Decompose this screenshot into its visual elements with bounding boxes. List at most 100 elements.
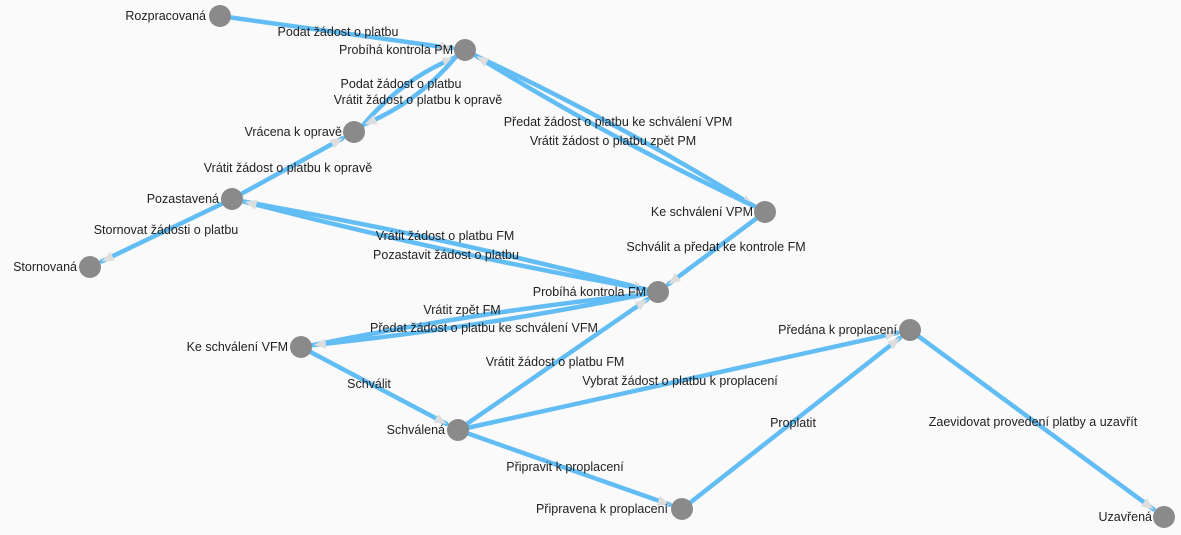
edge-layer: [99, 15, 1156, 512]
arrowhead-icon: [244, 199, 258, 210]
state-node-label: Uzavřená: [1099, 510, 1153, 524]
edge-kontrola_pm-to-vracena: [362, 54, 459, 127]
state-node-circle[interactable]: [754, 201, 776, 223]
arrowhead-icon: [476, 56, 490, 67]
edge-line: [308, 349, 449, 427]
edge-line: [472, 52, 756, 209]
edge-rozpracovana-to-kontrola_pm: [228, 15, 455, 52]
edge-pripravena-to-predana: [688, 335, 903, 505]
edge-line: [362, 54, 459, 127]
edge-label: Připravit k proplacení: [506, 460, 624, 474]
edge-ke_schvaleni_vpm-to-kontrola_pm: [474, 53, 758, 210]
state-node-circle[interactable]: [454, 39, 476, 61]
edge-label: Předat žádost o platbu ke schválení VPM: [504, 115, 733, 129]
state-node-label: Vrácena k opravě: [244, 125, 342, 139]
edge-line: [309, 291, 648, 348]
arrowhead-icon: [433, 413, 447, 424]
edge-line: [239, 136, 345, 196]
state-node-stornovana[interactable]: Stornovaná: [13, 256, 101, 278]
state-node-label: Ke schválení VFM: [187, 340, 288, 354]
edge-label: Pozastavit žádost o platbu: [373, 248, 519, 262]
edge-label: Podat žádost o platbu: [341, 77, 462, 91]
arrowhead-icon: [1140, 498, 1154, 510]
edge-label: Vybrat žádost o platbu k proplacení: [582, 374, 778, 388]
state-node-label: Probíhá kontrola FM: [533, 285, 646, 299]
edge-label: Vrátit žádost o platbu FM: [486, 355, 625, 369]
state-node-circle[interactable]: [671, 498, 693, 520]
arrowhead-icon: [884, 330, 898, 341]
state-node-circle[interactable]: [221, 188, 243, 210]
state-node-circle[interactable]: [1153, 506, 1175, 528]
state-node-circle[interactable]: [899, 319, 921, 341]
state-node-pripravena[interactable]: Připravena k proplacení: [536, 498, 693, 520]
edge-ke_schvaleni_vfm-to-schvalena: [308, 349, 449, 427]
arrowhead-icon: [668, 273, 682, 285]
edge-label: Vrátit žádost o platbu k opravě: [334, 93, 502, 107]
edge-line: [464, 297, 650, 427]
edge-label: Předat žádost o platbu ke schválení VFM: [370, 321, 598, 335]
edge-schvalena-to-predana: [466, 330, 900, 430]
state-node-pozastavena[interactable]: Pozastavená: [147, 188, 243, 210]
edge-label: Schválit a předat ke kontrole FM: [626, 240, 805, 254]
state-node-label: Probíhá kontrola PM: [339, 43, 453, 57]
edge-line: [466, 431, 672, 507]
edge-line: [311, 291, 650, 348]
state-node-label: Stornovaná: [13, 260, 77, 274]
edge-label: Vrátit zpět FM: [423, 303, 500, 317]
edge-predana-to-uzavrena: [916, 334, 1156, 512]
arrowhead-icon: [364, 115, 378, 125]
edge-label: Podat žádost o platbu: [278, 25, 399, 39]
edge-line: [916, 334, 1156, 512]
state-node-circle[interactable]: [343, 121, 365, 143]
edge-line: [99, 201, 225, 264]
edge-schvalena-to-pripravena: [466, 431, 672, 507]
edge-line: [474, 53, 758, 210]
state-node-ke_schvaleni_vfm[interactable]: Ke schválení VFM: [187, 336, 312, 358]
arrowhead-icon: [329, 138, 343, 149]
edge-line: [360, 55, 457, 128]
edge-line: [228, 15, 455, 51]
edge-line: [240, 199, 648, 292]
state-node-circle[interactable]: [290, 336, 312, 358]
state-node-circle[interactable]: [209, 5, 231, 27]
edge-ke_schvaleni_vpm-to-kontrola_fm: [666, 216, 759, 287]
edge-line: [466, 330, 900, 430]
edge-label: Vrátit žádost o platbu zpět PM: [530, 134, 696, 148]
arrowhead-icon: [101, 251, 115, 262]
edge-label: Schválit: [347, 377, 391, 391]
state-node-circle[interactable]: [447, 419, 469, 441]
arrowhead-icon: [313, 338, 327, 349]
state-node-label: Schválená: [387, 423, 445, 437]
edge-line: [242, 199, 650, 292]
edge-pozastavena-to-stornovana: [99, 201, 225, 264]
state-node-circle[interactable]: [647, 281, 669, 303]
edge-line: [688, 335, 903, 505]
state-node-label: Připravena k proplacení: [536, 502, 669, 516]
state-node-schvalena[interactable]: Schválená: [387, 419, 469, 441]
state-node-ke_schvaleni_vpm[interactable]: Ke schválení VPM: [651, 201, 776, 223]
state-node-label: Rozpracovaná: [125, 9, 206, 23]
edge-schvalena-to-kontrola_fm: [464, 297, 650, 427]
arrowhead-icon: [439, 41, 453, 52]
state-node-circle[interactable]: [79, 256, 101, 278]
state-node-vracena[interactable]: Vrácena k opravě: [244, 121, 365, 143]
state-node-kontrola_fm[interactable]: Probíhá kontrola FM: [533, 281, 669, 303]
arrowhead-icon: [656, 495, 670, 506]
edge-label: Zaevidovat provedení platby a uzavřít: [929, 415, 1138, 429]
arrowhead-icon: [634, 299, 648, 311]
edge-label: Stornovat žádosti o platbu: [94, 223, 239, 237]
edge-label: Vrátit žádost o platbu k opravě: [204, 161, 372, 175]
edge-kontrola_fm-to-pozastavena: [242, 199, 650, 292]
edge-kontrola_fm-to-ke_schvaleni_vfm: [311, 291, 650, 349]
state-node-predana[interactable]: Předána k proplacení: [778, 319, 921, 341]
state-node-label: Ke schválení VPM: [651, 205, 753, 219]
state-node-kontrola_pm[interactable]: Probíhá kontrola PM: [339, 39, 476, 61]
arrowhead-icon: [887, 338, 900, 350]
state-node-label: Pozastavená: [147, 192, 219, 206]
edge-pozastavena-to-vracena: [239, 136, 345, 196]
state-node-rozpracovana[interactable]: Rozpracovaná: [125, 5, 231, 27]
state-node-uzavrena[interactable]: Uzavřená: [1099, 506, 1176, 528]
